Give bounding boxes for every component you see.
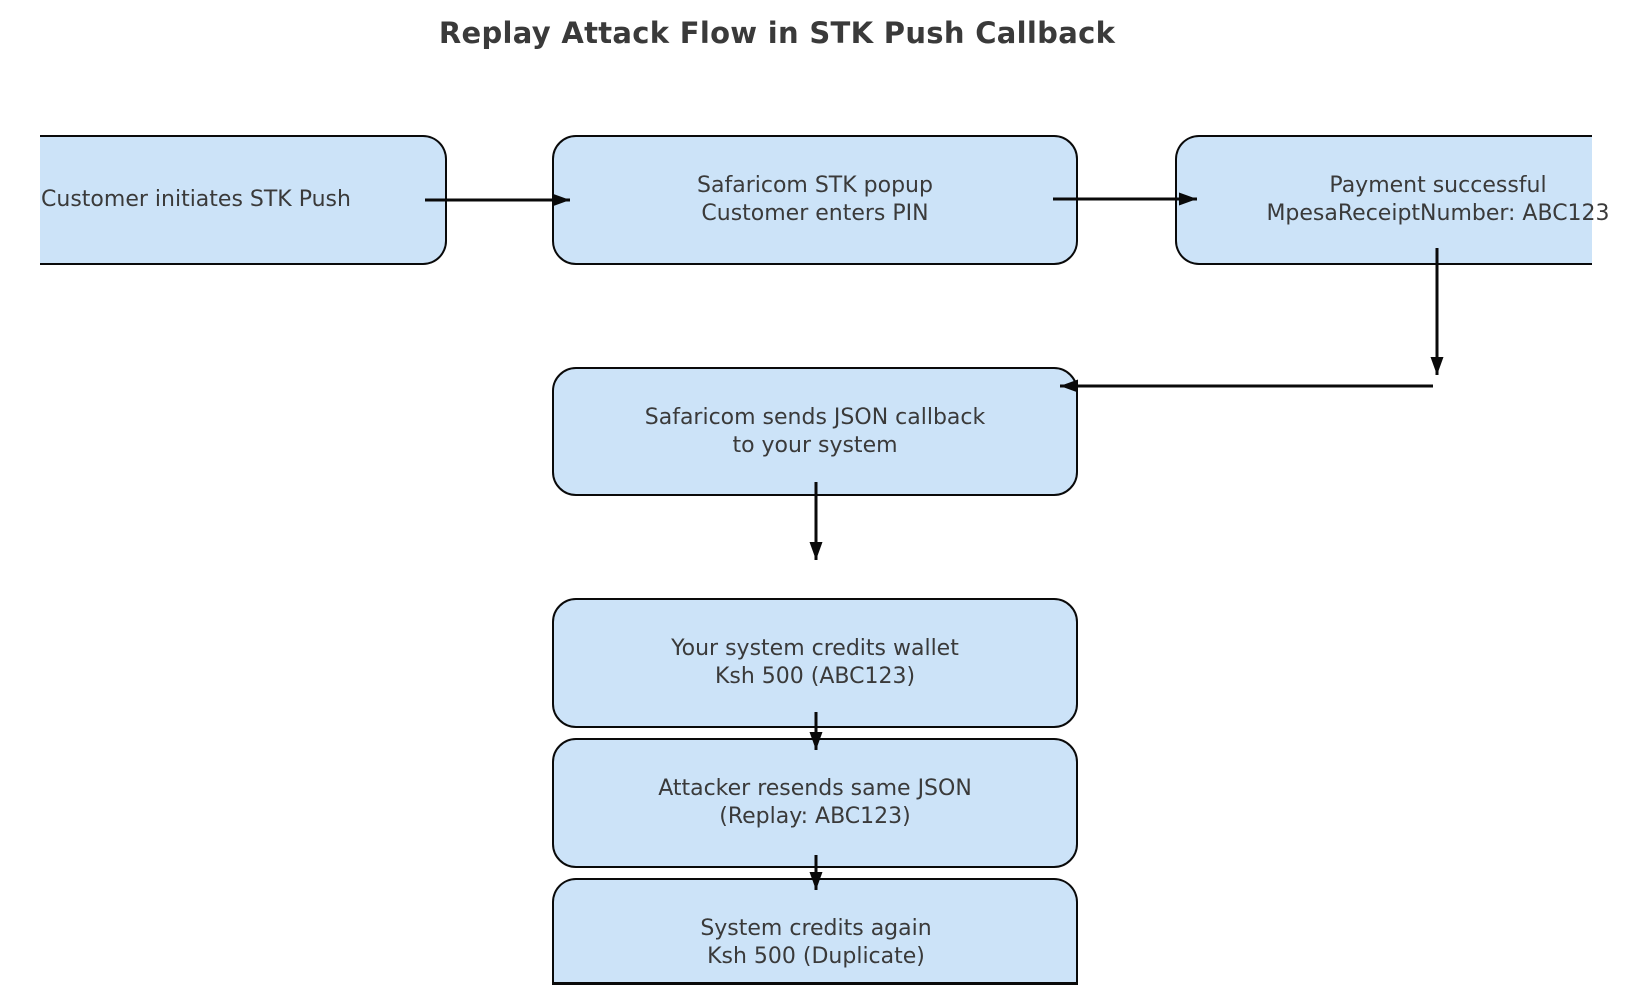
node-payment-success-line2: MpesaReceiptNumber: ABC123 (1266, 201, 1610, 226)
node-json-callback-line2: to your system (732, 432, 898, 458)
node-customer-initiates-label: Customer initiates STK Push (41, 135, 351, 265)
node-stk-popup-label: Safaricom STK popup Customer enters PIN (697, 172, 933, 228)
node-attacker-replay-line2: (Replay: ABC123) (719, 804, 911, 829)
node-stk-popup-line1: Safaricom STK popup (697, 173, 933, 198)
node-duplicate-credit-line2: Ksh 500 (Duplicate) (707, 944, 925, 969)
node-customer-initiates-line1: Customer initiates STK Push (41, 187, 351, 212)
node-credit-wallet-line2: Ksh 500 (ABC123) (714, 664, 916, 689)
node-attacker-replay-line1: Attacker resends same JSON (658, 776, 972, 801)
node-attacker-replay-label: Attacker resends same JSON (Replay: ABC1… (658, 775, 972, 831)
node-json-callback: Safaricom sends JSON callback to your sy… (552, 367, 1078, 496)
node-duplicate-credit-line1: System credits again (700, 916, 932, 941)
node-stk-popup: Safaricom STK popup Customer enters PIN (552, 135, 1078, 265)
diagram-title: Replay Attack Flow in STK Push Callback (438, 16, 1116, 50)
node-payment-success-line1: Payment successful (1329, 173, 1547, 198)
node-json-callback-line1: Safaricom sends JSON callback (644, 404, 986, 430)
node-credit-wallet: Your system credits wallet Ksh 500 (ABC1… (552, 598, 1078, 728)
node-payment-success (1175, 135, 1592, 265)
node-payment-success-label: Payment successful MpesaReceiptNumber: A… (1266, 135, 1609, 265)
node-customer-initiates (40, 135, 447, 265)
node-credit-wallet-line1: Your system credits wallet (671, 636, 959, 661)
node-credit-wallet-label: Your system credits wallet Ksh 500 (ABC1… (671, 635, 959, 691)
node-duplicate-credit-label: System credits again Ksh 500 (Duplicate) (700, 878, 931, 1008)
node-stk-popup-line2: Customer enters PIN (701, 201, 929, 226)
node-json-callback-label: Safaricom sends JSON callback to your sy… (645, 404, 985, 460)
node-attacker-replay: Attacker resends same JSON (Replay: ABC1… (552, 738, 1078, 868)
